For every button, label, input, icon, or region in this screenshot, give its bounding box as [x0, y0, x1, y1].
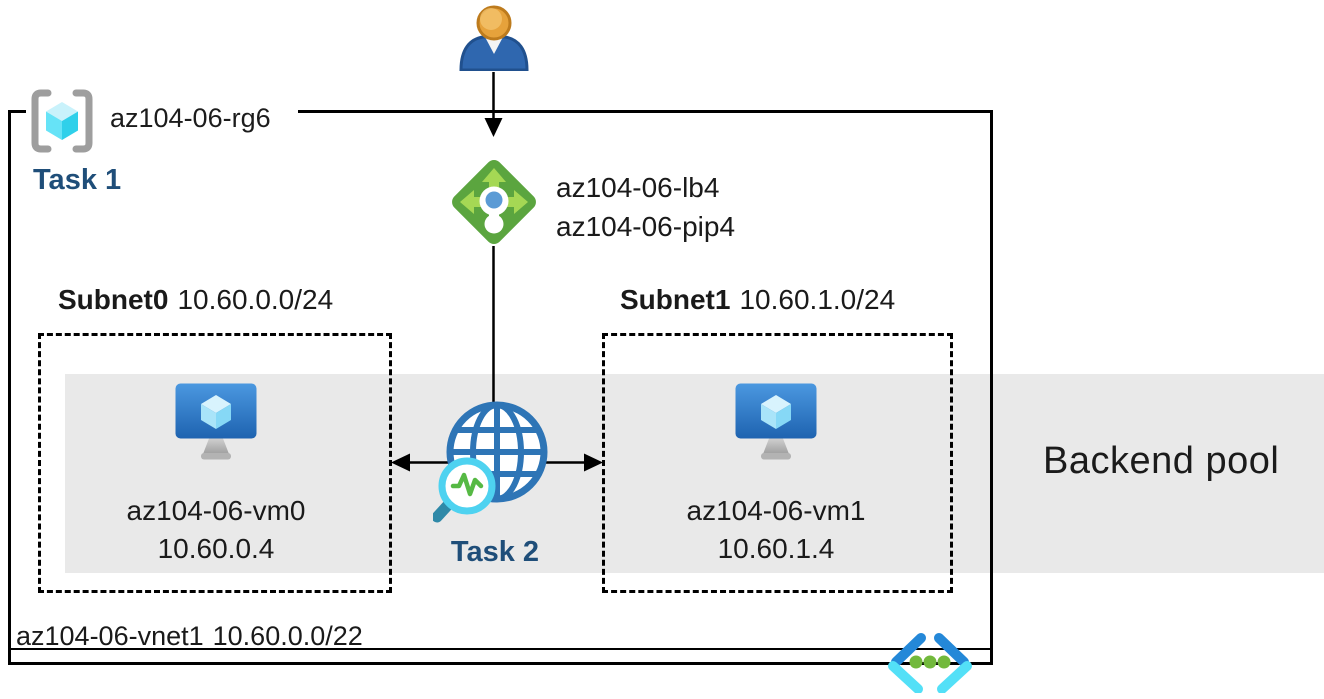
virtual-machine-icon — [735, 383, 817, 460]
vnet-cidr: 10.60.0.0/22 — [212, 621, 363, 651]
task2-label: Task 2 — [450, 536, 540, 568]
vm0-label: az104-06-vm0 10.60.0.4 — [56, 492, 376, 568]
subnet1-label: Subnet1 10.60.1.0/24 — [620, 284, 895, 316]
task1-label: Task 1 — [33, 164, 122, 196]
resource-group-box — [8, 110, 993, 665]
subnet1-cidr: 10.60.1.0/24 — [739, 284, 896, 315]
virtual-network-icon — [888, 633, 972, 693]
subnet1-name: Subnet1 — [620, 284, 731, 315]
subnet1-box — [602, 333, 953, 593]
globe-health-probe-icon — [433, 401, 548, 523]
vnet-border-line — [11, 648, 990, 650]
vnet-name: az104-06-vnet1 — [16, 621, 204, 651]
virtual-machine-icon — [175, 383, 257, 460]
subnet0-cidr: 10.60.0.0/24 — [177, 284, 334, 315]
resource-group-icon — [26, 88, 98, 154]
load-balancer-name: az104-06-lb4 — [556, 172, 720, 203]
vm1-name: az104-06-vm1 — [686, 495, 866, 526]
user-icon — [459, 5, 529, 71]
vm1-ip: 10.60.1.4 — [717, 533, 835, 564]
resource-group-name: az104-06-rg6 — [104, 103, 277, 134]
public-ip-name: az104-06-pip4 — [556, 211, 736, 242]
subnet0-name: Subnet0 — [58, 284, 169, 315]
vm0-name: az104-06-vm0 — [126, 495, 306, 526]
vm0-ip: 10.60.0.4 — [157, 533, 275, 564]
subnet0-box — [38, 333, 392, 593]
load-balancer-icon — [452, 160, 536, 244]
load-balancer-labels: az104-06-lb4 az104-06-pip4 — [556, 168, 735, 246]
vnet-label: az104-06-vnet1 10.60.0.0/22 — [16, 621, 363, 652]
subnet0-label: Subnet0 10.60.0.0/24 — [58, 284, 333, 316]
vm1-label: az104-06-vm1 10.60.1.4 — [616, 492, 936, 568]
backend-pool-band — [65, 374, 1324, 573]
backend-pool-label: Backend pool — [1043, 440, 1280, 482]
